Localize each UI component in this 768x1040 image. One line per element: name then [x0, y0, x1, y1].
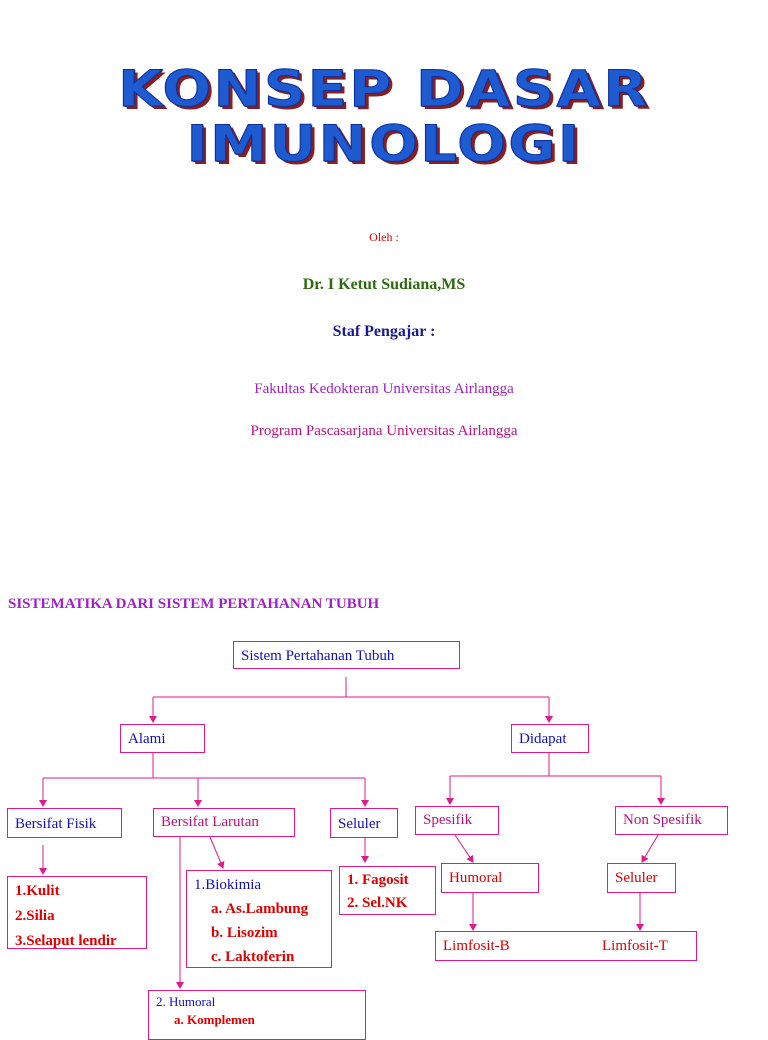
staff-label: Staf Pengajar : [332, 323, 436, 340]
list-item: b. Lisozim [211, 925, 278, 941]
node-sistem-pertahanan-tubuh: Sistem Pertahanan Tubuh [233, 641, 460, 669]
list-item: 3.Selaput lendir [15, 933, 117, 949]
list-item: 2.Silia [15, 908, 55, 924]
node-biokimia: 1.Biokimia a. As.Lambung b. Lisozim c. L… [186, 870, 332, 968]
node-humoral-spesifik: Humoral [441, 863, 539, 893]
list-item: a. As.Lambung [211, 901, 309, 917]
biokimia-title: 1.Biokimia [194, 877, 262, 893]
node-non-spesifik: Non Spesifik [615, 806, 728, 835]
list-item: a. Komplemen [174, 1012, 255, 1027]
node-humoral-larutan: 2. Humoral a. Komplemen [148, 990, 366, 1040]
node-bersifat-fisik: Bersifat Fisik [7, 808, 122, 838]
node-didapat: Didapat [511, 724, 589, 753]
node-spesifik: Spesifik [415, 806, 499, 835]
affiliation-faculty: Fakultas Kedokteran Universitas Airlangg… [254, 381, 514, 397]
title-line-2: IMUNOLOGI [186, 115, 582, 174]
node-alami: Alami [120, 724, 205, 753]
list-item: c. Laktoferin [211, 949, 295, 965]
limfosit-t-label: Limfosit-T [602, 938, 668, 954]
section-heading: SISTEMATIKA DARI SISTEM PERTAHANAN TUBUH [8, 596, 380, 612]
humoral-larutan-title: 2. Humoral [156, 994, 216, 1009]
node-seluler-spesifik: Seluler [607, 863, 676, 893]
node-bersifat-larutan: Bersifat Larutan [153, 808, 295, 837]
list-item: 2. Sel.NK [347, 895, 408, 911]
author-name: Dr. I Ketut Sudiana,MS [302, 276, 466, 293]
list-seluler-items: 1. Fagosit 2. Sel.NK [339, 866, 436, 915]
list-fisik-items: 1.Kulit 2.Silia 3.Selaput lendir [7, 876, 147, 949]
node-seluler-alami: Seluler [330, 808, 398, 838]
list-item: 1. Fagosit [347, 872, 409, 888]
node-limfosit: Limfosit-B Limfosit-T [435, 931, 697, 961]
by-label: Oleh : [369, 230, 399, 244]
affiliation-postgrad: Program Pascasarjana Universitas Airlang… [250, 423, 518, 439]
title-line-1: KONSEP DASAR [117, 60, 650, 119]
list-item: 1.Kulit [15, 883, 60, 899]
limfosit-b-label: Limfosit-B [443, 938, 510, 954]
